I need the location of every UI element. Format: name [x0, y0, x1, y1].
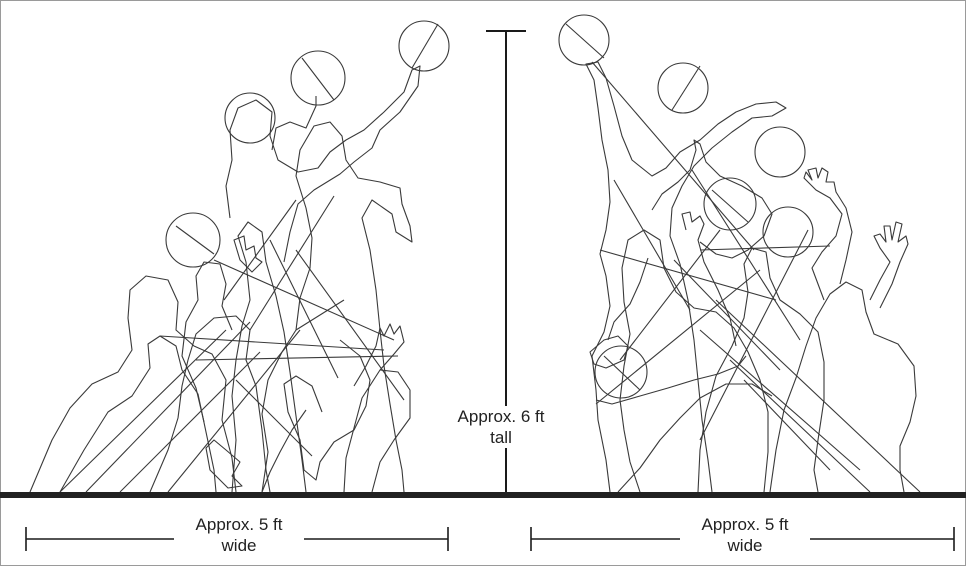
width-label-left-line2: wide — [221, 536, 257, 555]
player-silhouette — [619, 229, 769, 493]
ball-outline — [398, 20, 450, 72]
ball-outline — [594, 345, 648, 399]
width-label-right-line1: Approx. 5 ft — [701, 515, 789, 534]
height-label: Approx. 6 ft tall — [452, 406, 550, 448]
ball-outline — [754, 126, 806, 178]
width-label-left: Approx. 5 ft wide — [174, 514, 304, 556]
height-label-line1: Approx. 6 ft — [457, 407, 545, 426]
player-silhouette — [371, 369, 411, 493]
player-silhouette — [769, 281, 917, 493]
right-player-group — [558, 14, 921, 493]
player-silhouette — [697, 247, 825, 493]
player-silhouette — [585, 61, 787, 493]
ball-outline — [657, 62, 709, 114]
left-player-group — [29, 20, 450, 493]
ball-outline — [762, 206, 814, 258]
player-silhouette — [283, 339, 371, 481]
player-silhouette — [261, 409, 307, 493]
width-label-left-line1: Approx. 5 ft — [195, 515, 283, 534]
width-label-right-line2: wide — [727, 536, 763, 555]
player-silhouette — [271, 96, 317, 151]
player-silhouette — [261, 121, 413, 493]
player-silhouette — [149, 315, 271, 493]
player-silhouette — [231, 221, 307, 493]
player-silhouette — [29, 275, 237, 493]
player-silhouette — [181, 261, 233, 423]
player-silhouette — [803, 167, 853, 301]
ball-outline — [224, 92, 276, 144]
ball-outline — [165, 212, 221, 268]
floor-line — [0, 492, 966, 498]
player-silhouette — [681, 211, 737, 347]
player-silhouette — [233, 235, 263, 273]
player-silhouette — [225, 65, 421, 263]
player-silhouette — [589, 335, 629, 369]
ball-outline — [290, 50, 346, 106]
height-label-line2: tall — [490, 428, 512, 447]
player-silhouette — [869, 221, 909, 309]
player-silhouette — [617, 383, 773, 493]
player-silhouette — [651, 139, 773, 259]
width-label-right: Approx. 5 ft wide — [680, 514, 810, 556]
player-silhouette — [205, 439, 243, 489]
player-silhouette — [343, 323, 405, 493]
player-silhouette — [595, 355, 747, 405]
ball-outline — [558, 14, 610, 66]
player-silhouette — [607, 257, 649, 341]
